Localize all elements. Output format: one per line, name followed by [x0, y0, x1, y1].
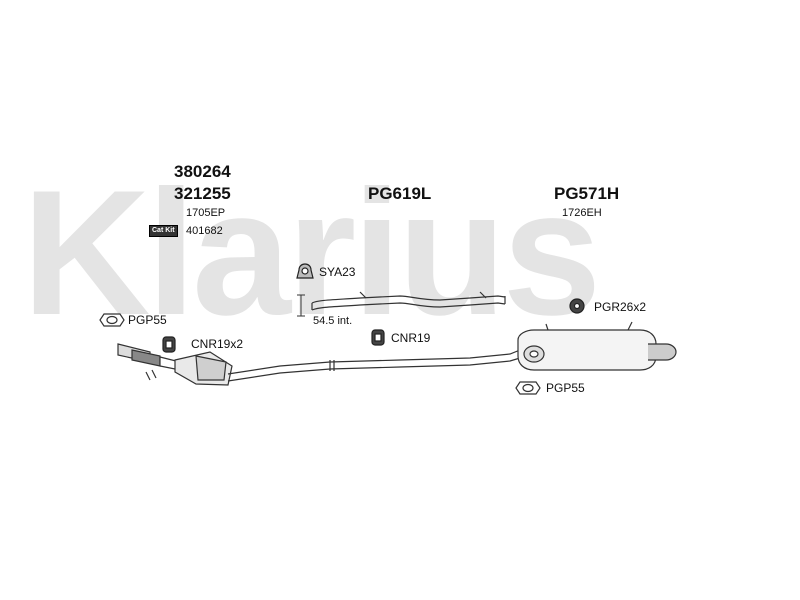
front-pipe-note: 54.5 int. — [313, 315, 353, 327]
gasket-rear-label: PGP55 — [546, 381, 585, 395]
clamp-label: SYA23 — [319, 265, 356, 279]
rubber-rear-label: PGR26x2 — [594, 300, 647, 314]
gasket-front-label: PGP55 — [128, 313, 167, 327]
gasket-icon — [515, 381, 541, 395]
cat-kit-badge: Cat Kit — [149, 225, 178, 237]
cat-kit-code: 401682 — [186, 225, 223, 237]
rubber-mount-icon — [162, 336, 176, 353]
rear-silencer-part — [517, 321, 677, 371]
rear-silencer-sub-code: 1726EH — [562, 207, 602, 219]
front-pipe-code: PG619L — [368, 184, 432, 203]
rubber-ring-icon — [569, 298, 585, 314]
rear-silencer-code: PG571H — [554, 184, 620, 203]
catalyst-code-1: 380264 — [174, 162, 231, 181]
catalyst-sub-code: 1705EP — [186, 207, 226, 219]
catalyst-code-2: 321255 — [174, 184, 231, 203]
catalyst-front-section — [117, 343, 233, 386]
rubber-cat-label: CNR19x2 — [191, 337, 244, 351]
clamp-icon — [296, 263, 314, 279]
rubber-mid-label: CNR19 — [391, 331, 431, 345]
rubber-mount-icon — [371, 329, 385, 346]
gasket-icon — [99, 313, 125, 327]
dimension-marker — [297, 294, 305, 317]
main-pipe — [227, 349, 521, 382]
front-pipe-part — [311, 291, 506, 311]
